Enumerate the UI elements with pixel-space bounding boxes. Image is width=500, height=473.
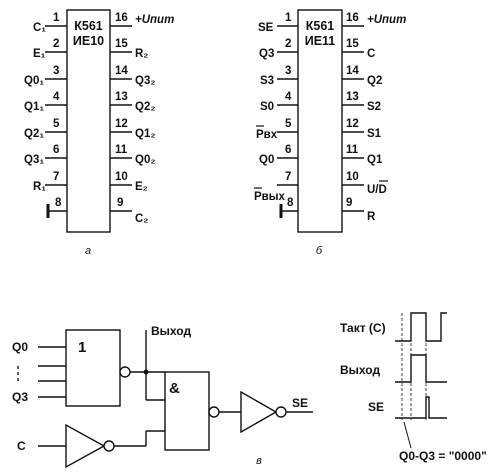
chip-a-pin-3-num: 3	[53, 65, 59, 77]
chip-b-pin-5-label: Pвх	[256, 129, 278, 141]
chip-a-pin-4-label: Q1₁	[24, 101, 44, 113]
chip-b-pin-6-label: Q0	[259, 154, 274, 166]
chip-b-pin-13-num: 13	[346, 91, 359, 103]
chip-b-pin-1-num: 1	[285, 12, 292, 24]
condition-pointer	[403, 421, 412, 449]
chip-a-pin-15-label: R₂	[135, 48, 148, 60]
clock-inverter	[65, 423, 106, 469]
chip-b-pin-13-label: S2	[367, 101, 381, 113]
chip-b-pin-4-label: S0	[260, 101, 274, 113]
chip-b-pin-7-num: 7	[285, 171, 291, 183]
chip-b-pin-12-label: S1	[367, 128, 382, 140]
and-gate-symbol: &	[169, 380, 180, 397]
clock-inverter-bubble	[103, 440, 115, 452]
se-waveform	[395, 396, 447, 419]
chip-a-pin-10-num: 10	[115, 171, 128, 183]
chip-a-body	[66, 9, 111, 233]
chip-b-pin-7-label: Pвых	[254, 191, 286, 203]
se-label: SE	[292, 396, 308, 410]
output-label: Выход	[151, 324, 191, 338]
chip-a-pin-3-label: Q0₁	[24, 75, 44, 87]
chip-b-pin-14-label: Q2	[367, 75, 382, 87]
chip-b-pin-2-num: 2	[285, 38, 291, 50]
chip-b-pin-14-num: 14	[346, 65, 359, 77]
chip-b-pin-3-num: 3	[285, 65, 291, 77]
chip-a-pin-14-label: Q3₂	[135, 75, 155, 87]
chip-b-pin-6-num: 6	[285, 144, 291, 156]
chip-b-pin-4-num: 4	[285, 91, 292, 103]
chip-a-pin-14-num: 14	[115, 65, 128, 77]
chip-b-pin-5-num: 5	[285, 118, 292, 130]
chip-a-pin-13-label: Q2₂	[135, 101, 155, 113]
logic-circuit: 1 Q0 Q3 Выход & SE C в	[12, 324, 313, 469]
nor-gate-symbol: 1	[78, 339, 86, 356]
nor-gate	[65, 329, 121, 407]
caption-c: в	[256, 455, 262, 467]
chip-a-pin-7-label: R₁	[33, 181, 46, 193]
timing-diagram: Такт (C) Выход SE Q0-Q3 = "0000"	[340, 312, 487, 463]
chip-b-pin-16-num: 16	[346, 12, 359, 24]
chip-b-pin-8-num: 8	[287, 197, 294, 209]
chip-b-pin-10-label: U/D	[367, 184, 387, 196]
chip-a: К561 ИЕ10 1 C₁ 2 E₁ 3 Q0₁ 4 Q1₁ 5 Q2₁ 6 …	[24, 9, 174, 257]
chip-a-pin-11-num: 11	[115, 144, 128, 156]
input-q3-label: Q3	[12, 390, 28, 404]
chip-a-pin-4-num: 4	[53, 91, 60, 103]
chip-b-pin-16-label: +Uпит	[367, 14, 406, 26]
chip-a-pin-10-label: E₂	[135, 181, 148, 193]
chip-b-pin-3-label: S3	[260, 75, 274, 87]
clock-waveform	[395, 312, 447, 342]
chip-a-pin-2-label: E₁	[33, 48, 46, 60]
timing-output-label: Выход	[340, 363, 380, 377]
chip-b-pin-9-num: 9	[346, 197, 352, 209]
chip-a-pin-5-num: 5	[53, 118, 60, 130]
nor-output-bubble	[119, 366, 131, 378]
chip-a-pin-13-num: 13	[115, 91, 128, 103]
chip-a-pin-11-label: Q0₂	[135, 154, 155, 166]
chip-b-pin-11-num: 11	[346, 144, 359, 156]
chip-a-pin-9-label: C₂	[135, 213, 148, 225]
chip-b-body	[297, 9, 343, 233]
input-q0-label: Q0	[12, 340, 28, 354]
chip-a-pin-1-label: C₁	[33, 22, 46, 34]
chip-b: К561 ИЕ11 1 SE 2 Q3 3 S3 4 S0 5 Pвх 6 Q0…	[254, 9, 406, 257]
timing-se-label: SE	[368, 400, 384, 414]
chip-b-pin-1-label: SE	[258, 22, 274, 34]
chip-a-pin-6-num: 6	[53, 144, 59, 156]
caption-a: а	[85, 245, 91, 257]
chip-b-title-1: К561	[306, 19, 335, 33]
timing-clock-label: Такт (C)	[340, 321, 386, 335]
chip-a-pin-12-label: Q1₂	[135, 128, 155, 140]
chip-b-pin-10-num: 10	[346, 171, 359, 183]
output-inverter-bubble	[275, 406, 287, 418]
chip-a-pin-16-label: +Uпит	[135, 14, 174, 26]
output-waveform	[395, 354, 447, 383]
chip-a-pin-9-num: 9	[117, 197, 123, 209]
chip-a-pin-2-num: 2	[53, 38, 59, 50]
chip-a-pin-15-num: 15	[115, 38, 128, 50]
timing-condition: Q0-Q3 = "0000"	[399, 449, 487, 463]
chip-a-pin-16-num: 16	[115, 12, 128, 24]
chip-b-pin-11-label: Q1	[367, 154, 383, 166]
and-output-bubble	[208, 406, 220, 418]
chip-a-pin-8-num: 8	[55, 197, 62, 209]
chip-b-pin-15-label: C	[367, 48, 375, 60]
caption-b: б	[316, 245, 323, 257]
chip-a-pin-6-label: Q3₁	[24, 154, 44, 166]
chip-a-pin-5-label: Q2₁	[24, 128, 44, 140]
chip-b-pin-15-num: 15	[346, 38, 359, 50]
output-inverter	[240, 390, 278, 434]
chip-a-pin-12-num: 12	[115, 118, 128, 130]
chip-b-pin-12-num: 12	[346, 118, 359, 130]
chip-b-pin-2-label: Q3	[259, 48, 274, 60]
input-c-label: C	[17, 439, 26, 453]
chip-a-pin-1-num: 1	[53, 12, 60, 24]
chip-b-title-2: ИЕ11	[305, 34, 336, 48]
chip-a-pin-7-num: 7	[53, 171, 59, 183]
chip-b-pin-9-label: R	[367, 211, 376, 223]
chip-a-title-1: К561	[74, 19, 103, 33]
chip-a-title-2: ИЕ10	[73, 34, 104, 48]
